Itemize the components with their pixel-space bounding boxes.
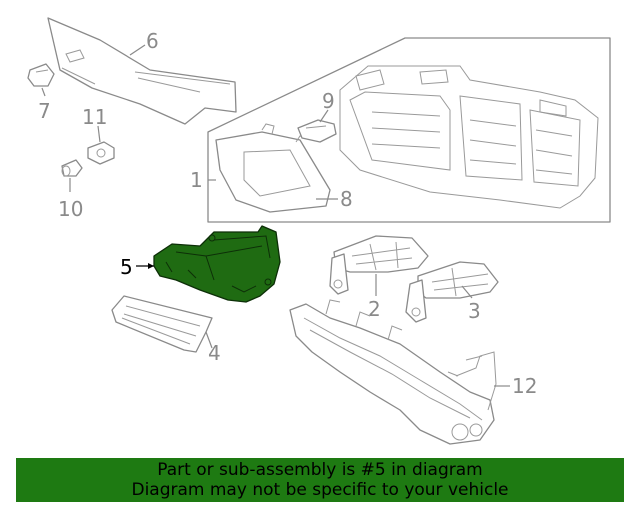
part-8-bezel[interactable] bbox=[215, 123, 331, 213]
callout-8: 8 bbox=[340, 187, 353, 211]
callout-11: 11 bbox=[82, 105, 107, 129]
part-5-highlighted-bracket[interactable] bbox=[153, 225, 281, 303]
part-9-bracket[interactable] bbox=[297, 119, 337, 143]
info-banner: Part or sub-assembly is #5 in diagram Di… bbox=[16, 458, 624, 502]
banner-line-1: Part or sub-assembly is #5 in diagram bbox=[157, 460, 483, 480]
callout-1: 1 bbox=[190, 168, 203, 192]
callout-10: 10 bbox=[58, 197, 83, 221]
parts-diagram: 6 7 11 10 1 8 9 bbox=[27, 17, 611, 445]
callout-12: 12 bbox=[512, 374, 537, 398]
callout-5: 5 bbox=[120, 255, 133, 279]
callout-3: 3 bbox=[468, 299, 481, 323]
callout-9: 9 bbox=[322, 89, 335, 113]
part-6-trim-panel[interactable] bbox=[47, 17, 237, 125]
part-4-trim-strip[interactable] bbox=[111, 295, 213, 353]
part-12-frame[interactable] bbox=[289, 299, 497, 445]
part-10-plug[interactable] bbox=[61, 159, 83, 177]
callout-2: 2 bbox=[368, 297, 381, 321]
part-7-cap[interactable] bbox=[27, 63, 55, 87]
part-11-clip[interactable] bbox=[87, 141, 115, 165]
callout-4: 4 bbox=[208, 341, 221, 365]
part-3-bracket[interactable] bbox=[405, 261, 499, 323]
callout-7: 7 bbox=[38, 99, 51, 123]
callout-6: 6 bbox=[146, 29, 159, 53]
banner-line-2: Diagram may not be specific to your vehi… bbox=[131, 480, 509, 500]
part-2-bracket[interactable] bbox=[329, 235, 429, 295]
